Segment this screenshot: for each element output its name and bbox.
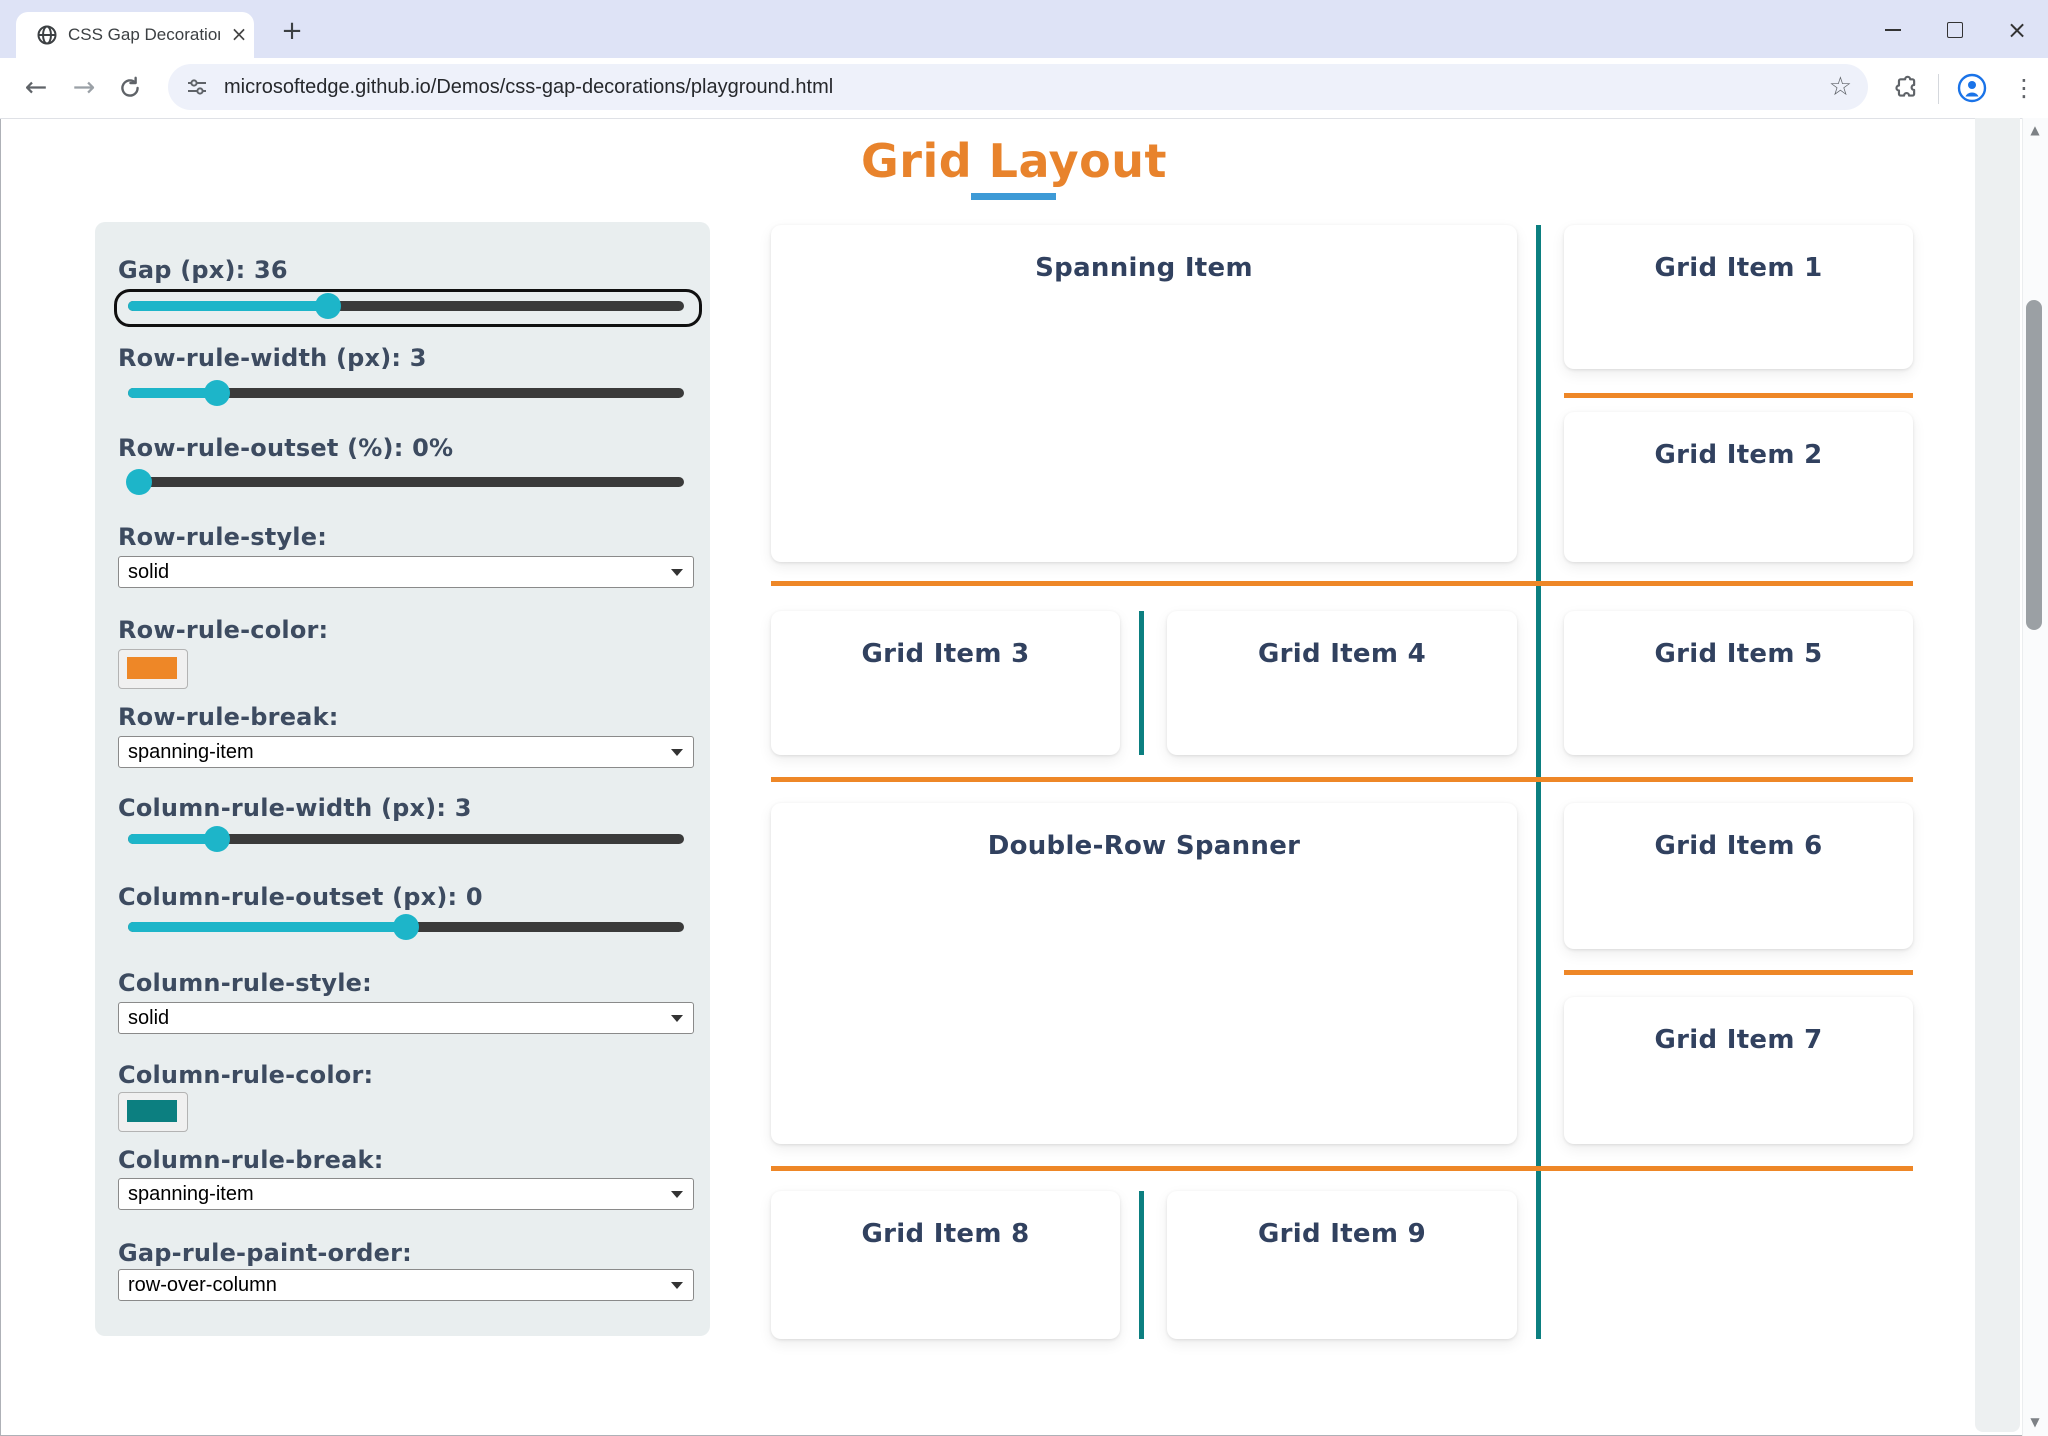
title-underline [971,193,1056,200]
column-rule-color-picker[interactable] [118,1092,188,1132]
row-rule-outset-label: Row-rule-outset (%): 0% [118,434,454,462]
reload-icon [121,76,139,97]
grid-card-4: Grid Item 4 [1167,611,1517,755]
tab-strip: CSS Gap Decorations playgroun × + × [0,0,2048,58]
column-rule-width-label: Column-rule-width (px): 3 [118,794,472,822]
chevron-down-icon [671,1191,683,1198]
column-rule-style-select[interactable]: solid [118,1002,694,1034]
column-rule-color-swatch [127,1100,177,1122]
column-rule-row4 [1139,1191,1144,1339]
row-rule-style-label: Row-rule-style: [118,523,327,551]
grid-card-6: Grid Item 6 [1564,803,1913,949]
browser-toolbar: ← → microsoftedge.github.io/Demos/css-ga… [0,58,2048,119]
row-rule-width-label: Row-rule-width (px): 3 [118,344,427,372]
row-rule-outset-slider[interactable] [126,469,684,495]
puzzle-icon [1895,75,1916,97]
column-rule-width-fill [128,834,217,844]
grid-card-7: Grid Item 7 [1564,997,1913,1144]
scrollbar-up-icon[interactable]: ▲ [2030,123,2040,137]
toolbar-divider [1938,74,1939,104]
column-rule-row2 [1139,611,1144,755]
row-rule-width-thumb[interactable] [203,380,230,406]
column-rule-outset-label: Column-rule-outset (px): 0 [118,883,483,911]
chevron-down-icon [671,569,683,576]
row-rule-style-select[interactable]: solid [118,556,694,588]
tab-close-icon[interactable]: × [230,22,248,46]
row-rule-full-3 [771,1166,1913,1171]
grid-card-9: Grid Item 9 [1167,1191,1517,1339]
gap-slider[interactable] [128,293,684,319]
back-button[interactable]: ← [24,72,48,103]
minimize-icon [1885,29,1901,31]
page-scrollbar-gutter [1975,118,2020,1432]
column-rule-outset-thumb[interactable] [393,914,419,940]
row-rule-color-label: Row-rule-color: [118,616,329,644]
grid-card-1: Grid Item 1 [1564,225,1913,369]
site-info-tune-icon[interactable] [186,76,208,98]
row-rule-full-2 [771,777,1913,782]
extensions-button[interactable] [1884,66,1928,110]
row-rule-outset-thumb[interactable] [126,469,153,495]
row-rule-full-1 [771,581,1913,586]
row-rule-width-slider[interactable] [128,380,684,406]
browser-tab[interactable]: CSS Gap Decorations playgroun × [16,12,254,58]
page-title: Grid Layout [861,134,1167,188]
grid-card-3: Grid Item 3 [771,611,1120,755]
row-rule-col3-a [1564,393,1913,398]
new-tab-button[interactable]: + [281,16,303,46]
column-rule-outset-slider[interactable] [128,914,684,940]
grid-card-spanning-item: Spanning Item [771,225,1517,562]
gap-rule-paint-order-label: Gap-rule-paint-order: [118,1239,412,1267]
person-circle-icon [1957,73,1987,103]
window-minimize-button[interactable] [1862,8,1924,52]
gap-label: Gap (px): 36 [118,256,288,284]
grid-card-8: Grid Item 8 [771,1191,1120,1339]
url-text[interactable]: microsoftedge.github.io/Demos/css-gap-de… [224,76,834,98]
chevron-down-icon [671,749,683,756]
column-rule-width-thumb[interactable] [203,826,230,852]
row-rule-break-label: Row-rule-break: [118,703,339,731]
url-bar[interactable]: microsoftedge.github.io/Demos/css-gap-de… [168,64,1868,110]
favicon-globe-icon [37,25,57,45]
controls-panel [95,222,710,1336]
row-rule-col3-b [1564,970,1913,975]
gap-slider-thumb[interactable] [315,293,342,319]
window-maximize-button[interactable] [1924,8,1986,52]
grid-card-2: Grid Item 2 [1564,412,1913,562]
column-rule-width-slider[interactable] [128,826,684,852]
gap-rule-paint-order-select[interactable]: row-over-column [118,1269,694,1301]
row-rule-break-select[interactable]: spanning-item [118,736,694,768]
maximize-icon [1947,22,1963,38]
scrollbar-down-icon[interactable]: ▼ [2030,1415,2040,1429]
menu-kebab-icon[interactable]: ⋮ [2012,74,2036,102]
profile-button[interactable] [1950,66,1994,110]
column-rule-outset-fill [128,922,406,932]
window-close-button[interactable]: × [1986,8,2048,52]
gap-slider-fill [128,301,329,311]
chevron-down-icon [671,1015,683,1022]
column-rule-break-label: Column-rule-break: [118,1146,384,1174]
row-rule-width-fill [128,388,217,398]
row-rule-color-picker[interactable] [118,649,188,689]
chevron-down-icon [671,1282,683,1289]
gap-slider-focus-ring [114,289,702,327]
column-rule-style-label: Column-rule-style: [118,969,372,997]
close-icon: × [2006,16,2028,44]
column-rule-break-select[interactable]: spanning-item [118,1178,694,1210]
grid-card-double-row-spanner: Double-Row Spanner [771,803,1517,1144]
row-rule-color-swatch [127,657,177,679]
reload-button[interactable] [108,66,152,110]
forward-button[interactable]: → [72,72,96,103]
column-rule-color-label: Column-rule-color: [118,1061,374,1089]
scrollbar-thumb[interactable] [2026,300,2042,630]
tab-title: CSS Gap Decorations playgroun [68,25,220,44]
bookmark-star-icon[interactable]: ☆ [1828,72,1852,102]
grid-card-5: Grid Item 5 [1564,611,1913,755]
column-rule-main [1536,225,1541,1339]
